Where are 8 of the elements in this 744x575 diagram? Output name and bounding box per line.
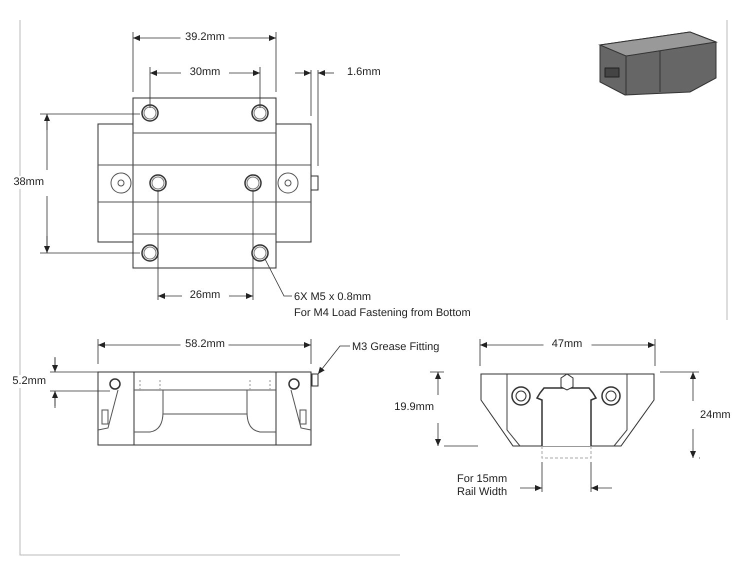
grease-fitting bbox=[312, 374, 318, 386]
callout-text: M3 Grease Fitting bbox=[350, 339, 442, 355]
leader-line bbox=[264, 258, 292, 296]
dimension-label: 5.2mm bbox=[10, 375, 48, 388]
callout-text: For M4 Load Fastening from Bottom bbox=[292, 305, 473, 321]
dimension-label: 38mm bbox=[11, 176, 46, 189]
bolt-hole bbox=[251, 244, 269, 262]
leader-line bbox=[318, 346, 350, 374]
